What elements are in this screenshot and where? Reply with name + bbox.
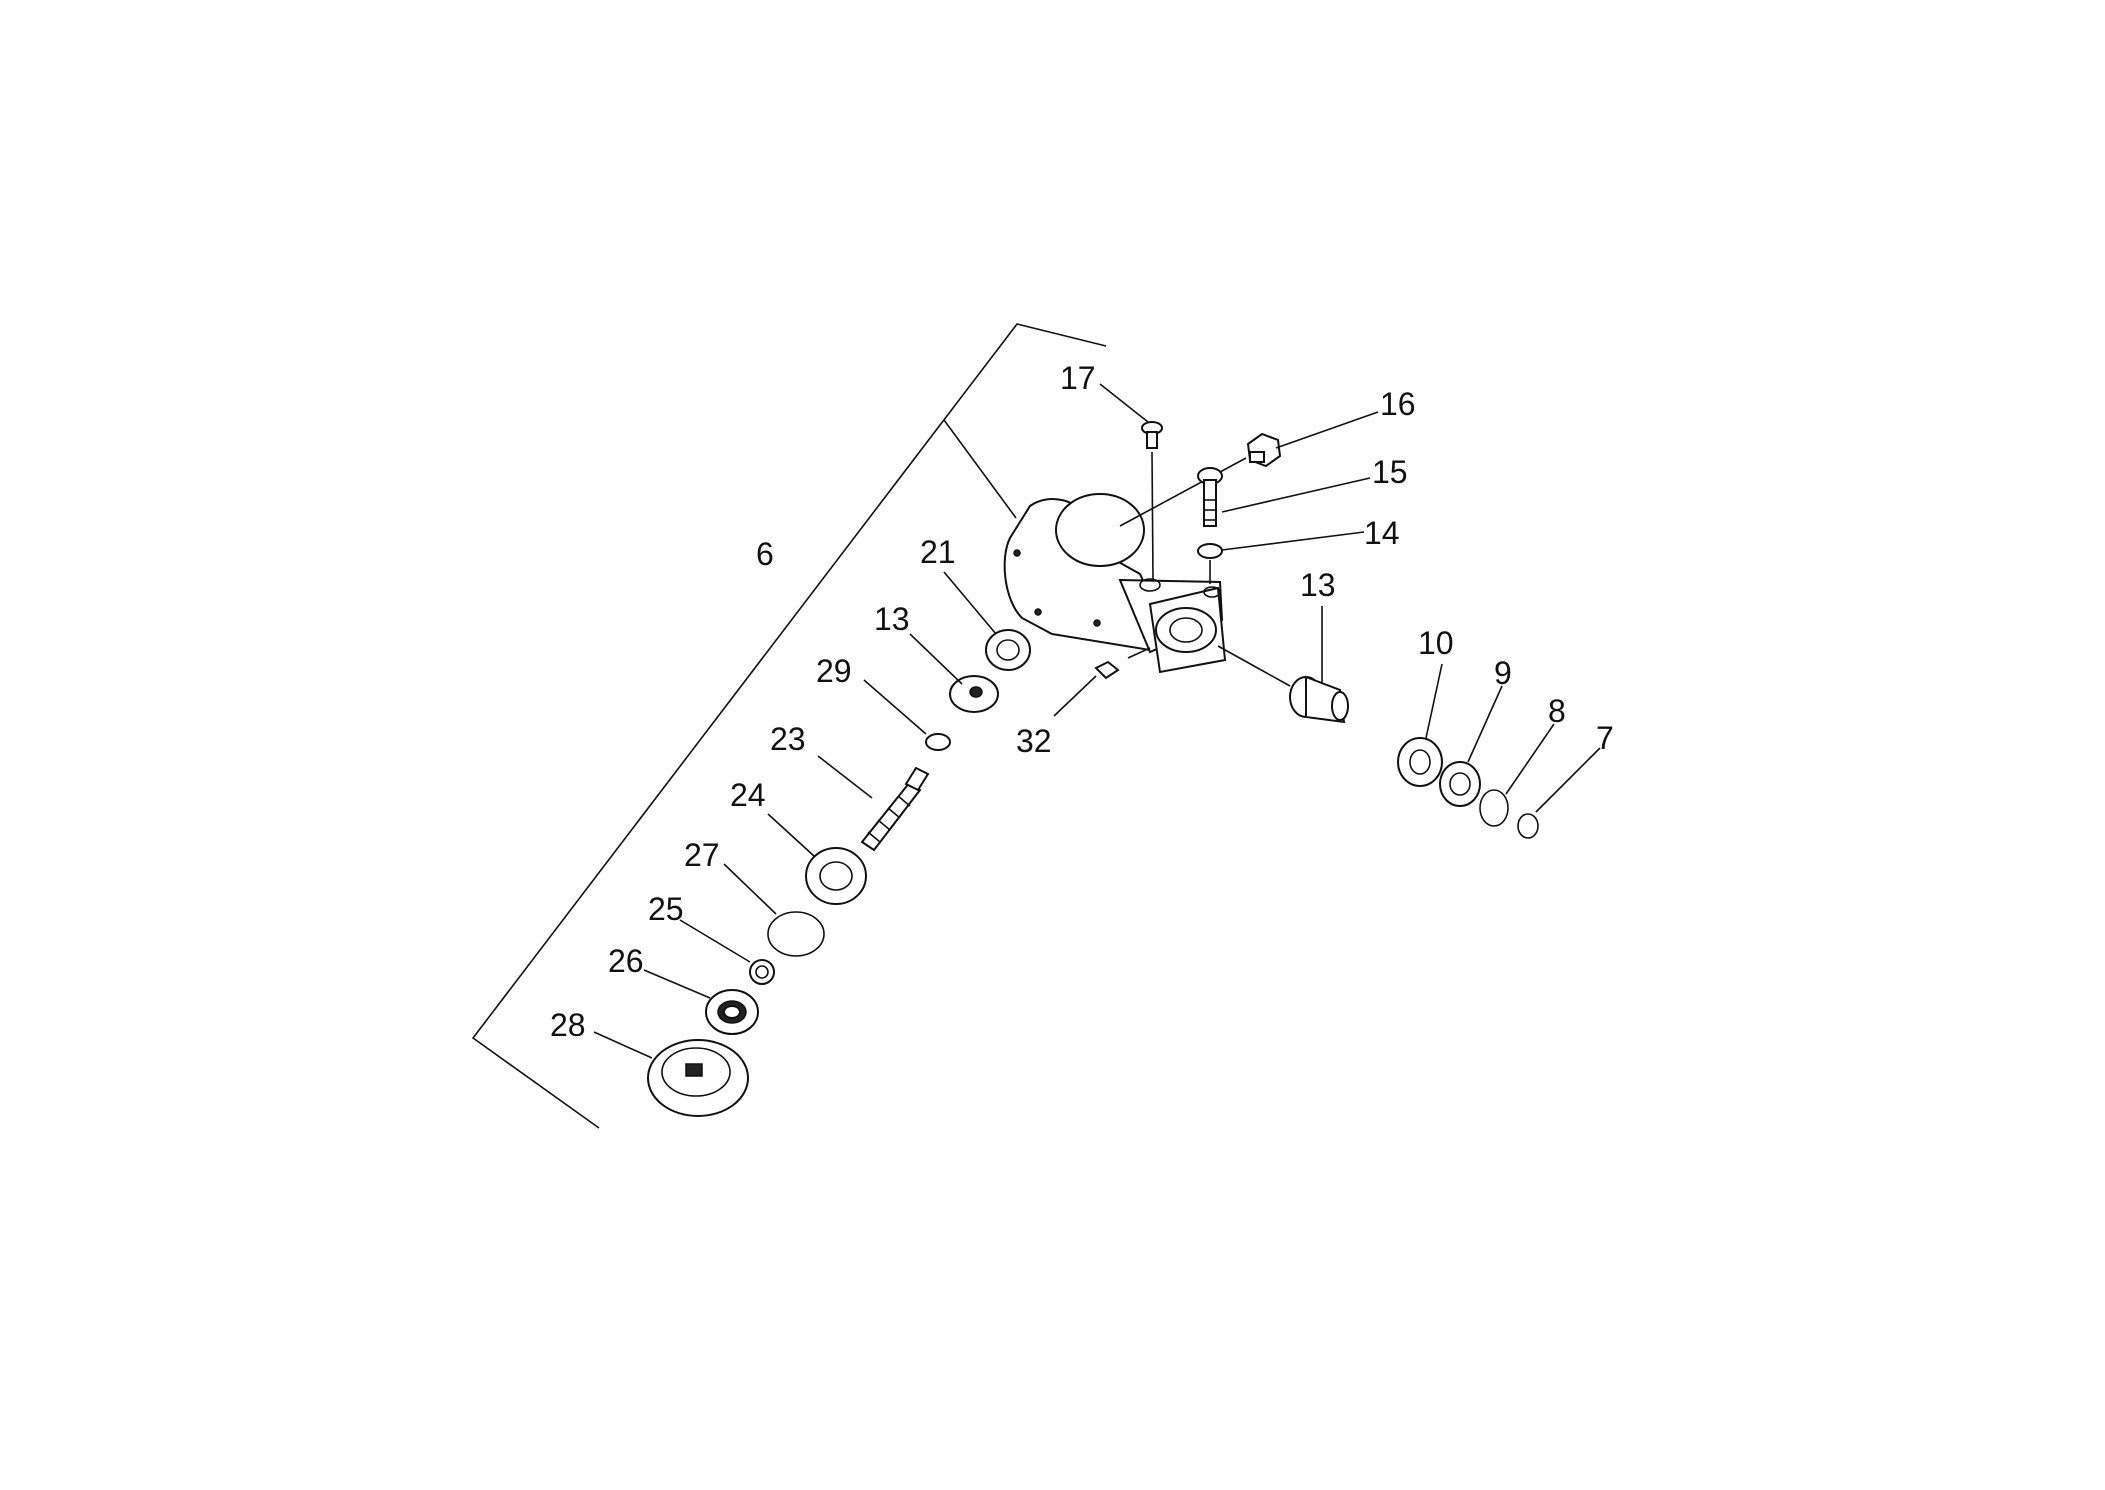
callout-26: 26 — [608, 943, 644, 979]
callout-13b: 13 — [1300, 567, 1336, 603]
callout-28: 28 — [550, 1007, 586, 1043]
bevel-gear-13a — [949, 675, 999, 713]
screw-17 — [1141, 421, 1163, 581]
callout-9: 9 — [1494, 655, 1512, 691]
callout-8: 8 — [1548, 693, 1566, 729]
spline-shaft-23 — [860, 766, 930, 852]
ring-29 — [925, 733, 951, 751]
oil-seal-26 — [705, 989, 759, 1035]
callout-6: 6 — [756, 536, 774, 572]
assembly-bracket — [471, 323, 1107, 1129]
ring-7 — [1517, 813, 1539, 839]
callout-16: 16 — [1380, 386, 1416, 422]
washer-14 — [1197, 543, 1223, 584]
callout-21: 21 — [920, 534, 956, 570]
gear-case-housing — [1003, 493, 1227, 674]
callout-15: 15 — [1372, 454, 1408, 490]
bearing-10 — [1397, 737, 1443, 787]
nut-16 — [1119, 432, 1282, 527]
callout-32: 32 — [1016, 723, 1052, 759]
callout-13a: 13 — [874, 601, 910, 637]
callout-24: 24 — [730, 777, 766, 813]
callout-25: 25 — [648, 891, 684, 927]
key-32 — [1094, 647, 1151, 680]
bushing-25 — [749, 959, 775, 985]
callout-14: 14 — [1364, 515, 1400, 551]
callout-27: 27 — [684, 837, 720, 873]
callout-10: 10 — [1418, 625, 1454, 661]
snap-ring-8 — [1479, 789, 1509, 827]
holder-plate-28 — [647, 1039, 749, 1117]
ball-bearing-24 — [805, 847, 867, 905]
leader-lines — [593, 383, 1601, 1059]
bolt-15 — [1197, 467, 1223, 527]
callout-29: 29 — [816, 653, 852, 689]
callout-labels: 6 7 8 9 10 13 13 14 15 16 17 21 23 24 25… — [550, 360, 1614, 1043]
callout-7: 7 — [1596, 720, 1614, 756]
callout-23: 23 — [770, 721, 806, 757]
callout-17: 17 — [1060, 360, 1096, 396]
snap-ring-27 — [767, 911, 825, 957]
bearing-9 — [1439, 761, 1481, 807]
pinion-gear-13b — [1217, 645, 1349, 724]
bearing-21 — [985, 629, 1031, 671]
